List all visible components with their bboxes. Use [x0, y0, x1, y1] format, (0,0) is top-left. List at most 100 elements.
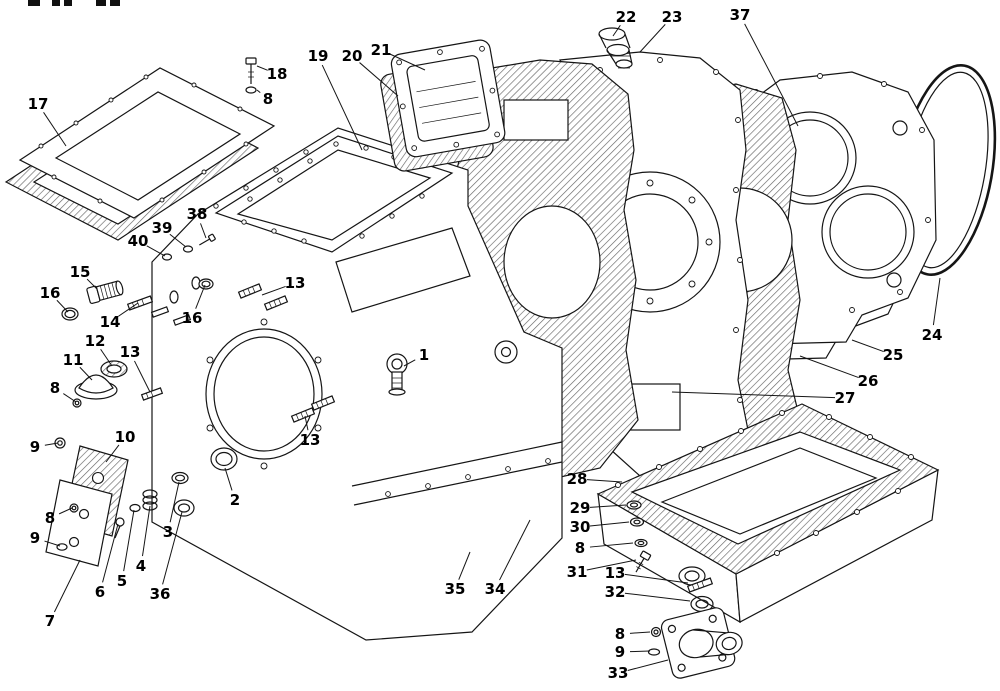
cover-bolt	[245, 57, 257, 94]
callout-15: 15	[70, 263, 98, 290]
callout-8: 8	[615, 625, 651, 643]
leader-line	[629, 650, 651, 653]
callout-9: 9	[30, 438, 59, 456]
callout-label: 8	[263, 90, 273, 108]
callout-9: 9	[30, 529, 61, 547]
callout-label: 20	[342, 47, 363, 65]
callout-11: 11	[63, 351, 93, 381]
callout-13: 13	[261, 274, 306, 296]
left-fittings	[45, 233, 216, 567]
callout-label: 34	[485, 580, 506, 598]
callout-18: 18	[256, 65, 287, 83]
pan-fasteners	[626, 500, 652, 573]
callout-4: 4	[136, 505, 151, 575]
scan-artifacts	[28, 0, 120, 6]
callout-label: 2	[230, 491, 240, 509]
callout-label: 31	[567, 563, 588, 581]
callout-label: 9	[615, 643, 625, 661]
callout-label: 37	[730, 6, 751, 24]
callout-label: 28	[567, 470, 588, 488]
callout-label: 32	[605, 583, 626, 601]
callout-22: 22	[612, 8, 637, 37]
callout-label: 39	[152, 219, 173, 237]
callout-13: 13	[605, 564, 689, 584]
leader-line	[589, 521, 630, 527]
callout-35: 35	[445, 551, 471, 598]
callout-label: 8	[575, 539, 585, 557]
callout-label: 1	[419, 346, 429, 364]
leader-line	[43, 112, 67, 147]
callout-8: 8	[45, 507, 73, 527]
leader-line	[627, 659, 669, 671]
callout-label: 16	[40, 284, 61, 302]
callout-label: 13	[300, 431, 321, 449]
callout-31: 31	[567, 559, 637, 581]
callout-8: 8	[575, 539, 634, 557]
oil-pan	[596, 403, 940, 624]
leader-line	[58, 507, 73, 515]
callout-label: 12	[85, 332, 106, 350]
leader-line	[117, 302, 139, 317]
callout-10: 10	[105, 428, 135, 463]
main-housing	[150, 127, 563, 641]
leader-line	[100, 348, 113, 367]
callout-9: 9	[615, 643, 651, 661]
callout-label: 35	[445, 580, 466, 598]
callout-16: 16	[40, 284, 69, 313]
callout-3: 3	[163, 481, 180, 541]
callout-label: 33	[608, 664, 629, 682]
callout-label: 4	[136, 557, 146, 575]
callout-label: 17	[28, 95, 49, 113]
leader-line	[134, 360, 151, 393]
leader-line	[102, 523, 119, 583]
leader-line	[589, 542, 634, 548]
leader-line	[639, 24, 666, 53]
callout-27: 27	[671, 389, 856, 407]
callout-39: 39	[152, 219, 187, 248]
leader-line	[589, 504, 627, 508]
callout-label: 29	[570, 499, 591, 517]
callout-label: 8	[615, 625, 625, 643]
callout-label: 21	[371, 41, 392, 59]
callout-label: 25	[883, 346, 904, 364]
callout-12: 12	[85, 332, 113, 367]
callout-label: 13	[285, 274, 306, 292]
callout-2: 2	[224, 467, 240, 509]
callout-label: 8	[45, 509, 55, 527]
leader-line	[44, 442, 59, 446]
callout-label: 40	[128, 232, 149, 250]
callout-label: 36	[150, 585, 171, 603]
callout-label: 30	[570, 518, 591, 536]
leader-line	[141, 505, 151, 557]
pto-cover-assembly	[380, 39, 506, 172]
callout-25: 25	[851, 339, 904, 364]
leader-line	[195, 284, 206, 309]
callout-28: 28	[567, 470, 623, 488]
leader-line	[624, 573, 689, 584]
callout-label: 22	[616, 8, 637, 26]
callout-label: 13	[120, 343, 141, 361]
callout-7: 7	[45, 559, 81, 630]
callout-label: 27	[835, 389, 856, 407]
leader-line	[612, 24, 621, 37]
callout-label: 9	[30, 529, 40, 547]
leader-line	[304, 415, 309, 431]
callout-17: 17	[28, 95, 67, 147]
callout-label: 5	[117, 572, 127, 590]
callout-14: 14	[100, 302, 139, 331]
callout-label: 9	[30, 438, 40, 456]
callout-13: 13	[300, 415, 321, 449]
callout-29: 29	[570, 499, 627, 517]
callout-40: 40	[128, 232, 166, 257]
callout-label: 24	[922, 326, 943, 344]
leader-line	[53, 559, 81, 613]
callout-36: 36	[150, 511, 183, 603]
leader-line	[79, 366, 93, 381]
leader-line	[359, 62, 399, 97]
leader-line	[63, 393, 77, 403]
leader-line	[146, 245, 166, 257]
leader-line	[321, 64, 363, 151]
leader-line	[200, 223, 207, 239]
breather-cap	[598, 27, 633, 69]
